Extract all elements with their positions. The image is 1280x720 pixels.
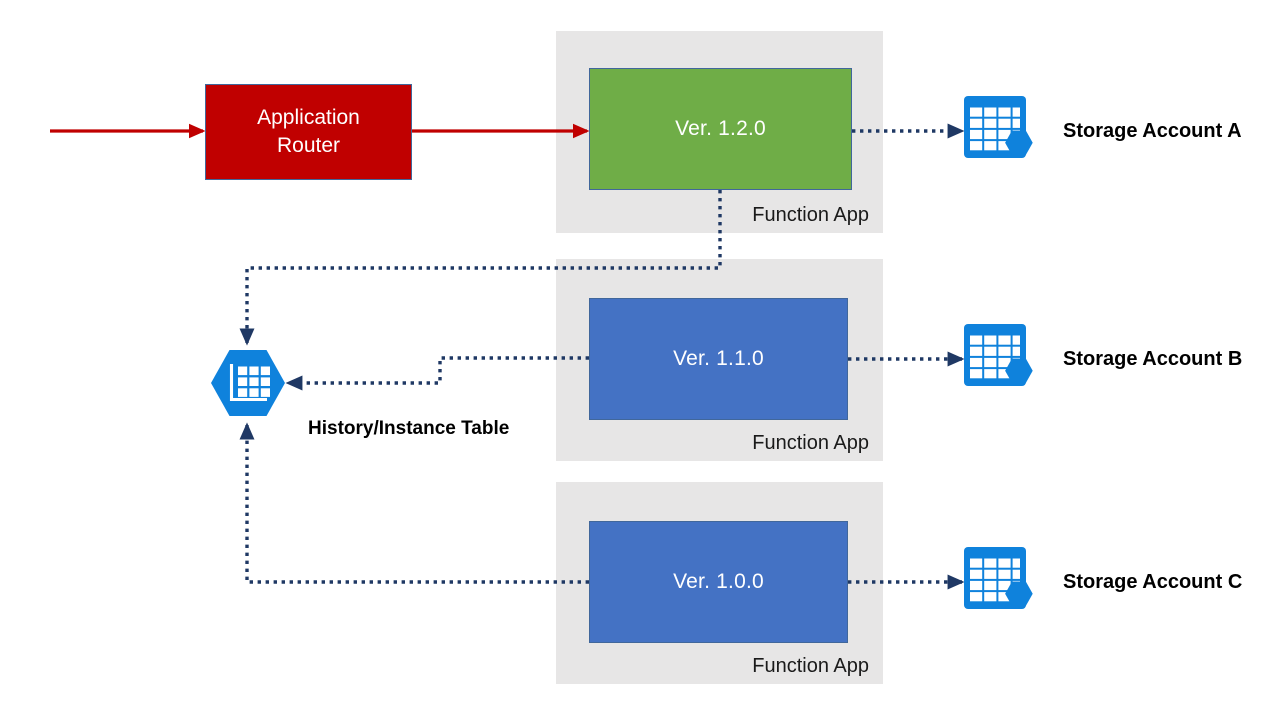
storage-account-row-c[interactable]: Storage Account C (962, 545, 1242, 619)
storage-account-row-b[interactable]: Storage Account B (962, 322, 1242, 396)
function-app-group-label: Function App (752, 655, 869, 677)
version-label: Ver. 1.1.0 (673, 347, 764, 370)
storage-account-label: Storage Account A (1063, 119, 1242, 142)
storage-account-label: Storage Account B (1063, 347, 1243, 370)
storage-account-label: Storage Account C (1063, 570, 1243, 593)
azure-table-hexagon-icon[interactable] (211, 346, 285, 420)
version-box-1-1-0[interactable]: Ver. 1.1.0 (589, 298, 848, 420)
connector-fn-app-3-to-shared-table (239, 422, 589, 584)
function-app-group-label: Function App (752, 432, 869, 454)
connector-fn-app-1-to-shared-table (239, 190, 722, 346)
azure-table-storage-icon (962, 545, 1036, 619)
version-label: Ver. 1.2.0 (675, 117, 766, 140)
azure-table-storage-icon (962, 322, 1036, 396)
version-label: Ver. 1.0.0 (673, 570, 764, 593)
application-router-label-line1: Application (257, 106, 360, 130)
function-app-group-label: Function App (752, 204, 869, 226)
history-instance-table-label: History/Instance Table (308, 418, 510, 439)
version-box-1-2-0[interactable]: Ver. 1.2.0 (589, 68, 852, 190)
application-router-label-line2: Router (276, 134, 341, 157)
application-router-node[interactable]: Application Router (205, 84, 412, 180)
storage-account-row-a[interactable]: Storage Account A (962, 94, 1242, 168)
azure-table-storage-icon (962, 94, 1036, 168)
connector-fn-app-2-to-shared-table (285, 356, 589, 391)
version-box-1-0-0[interactable]: Ver. 1.0.0 (589, 521, 848, 643)
